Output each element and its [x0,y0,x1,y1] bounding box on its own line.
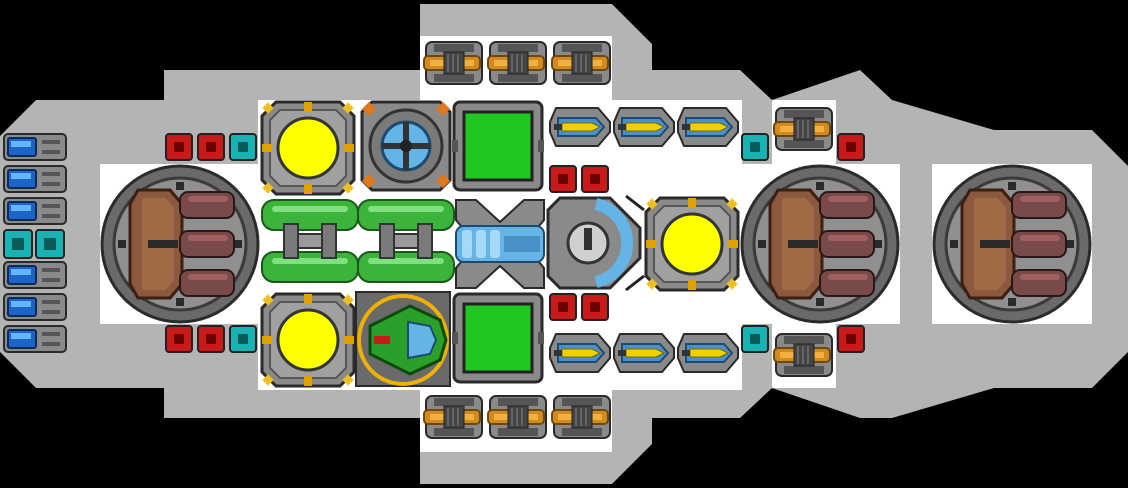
missile-row-top [549,107,739,147]
thruster-icon [487,41,547,85]
cannon-turret-icon [932,164,1092,324]
gyroscope-icon [360,100,452,192]
thruster-icon [423,41,483,85]
missile-icon [677,107,739,147]
missile-icon [549,107,611,147]
thruster-row-top [423,41,611,85]
battery-column [3,133,67,353]
battery-icon [3,293,67,321]
battery-icon [3,165,67,193]
missile-icon [613,107,675,147]
connector-pair [3,229,65,259]
cannon-turret-icon [740,164,900,324]
shield-generator-icon [546,194,645,292]
screen-icon [450,100,546,192]
battery-icon [3,261,67,289]
cannon-turret-icon [100,164,260,324]
missile-icon [677,333,739,373]
ion-engine-icon [455,199,545,289]
screen-icon [450,292,546,384]
missile-row-bottom [549,333,739,373]
thruster-icon [551,395,611,439]
thruster-icon [423,395,483,439]
thruster-icon [773,107,833,151]
reactor-icon [260,292,356,388]
reactor-icon [644,196,740,292]
missile-icon [613,333,675,373]
thruster-row-bottom [423,395,611,439]
battery-icon [3,197,67,225]
battery-icon [3,133,67,161]
missile-icon [549,333,611,373]
thruster-icon [773,333,833,377]
cockpit-icon [355,291,451,387]
battery-icon [3,325,67,353]
thruster-icon [487,395,547,439]
thruster-icon [551,41,611,85]
reactor-icon [260,100,356,196]
connector-blocks [165,133,865,353]
